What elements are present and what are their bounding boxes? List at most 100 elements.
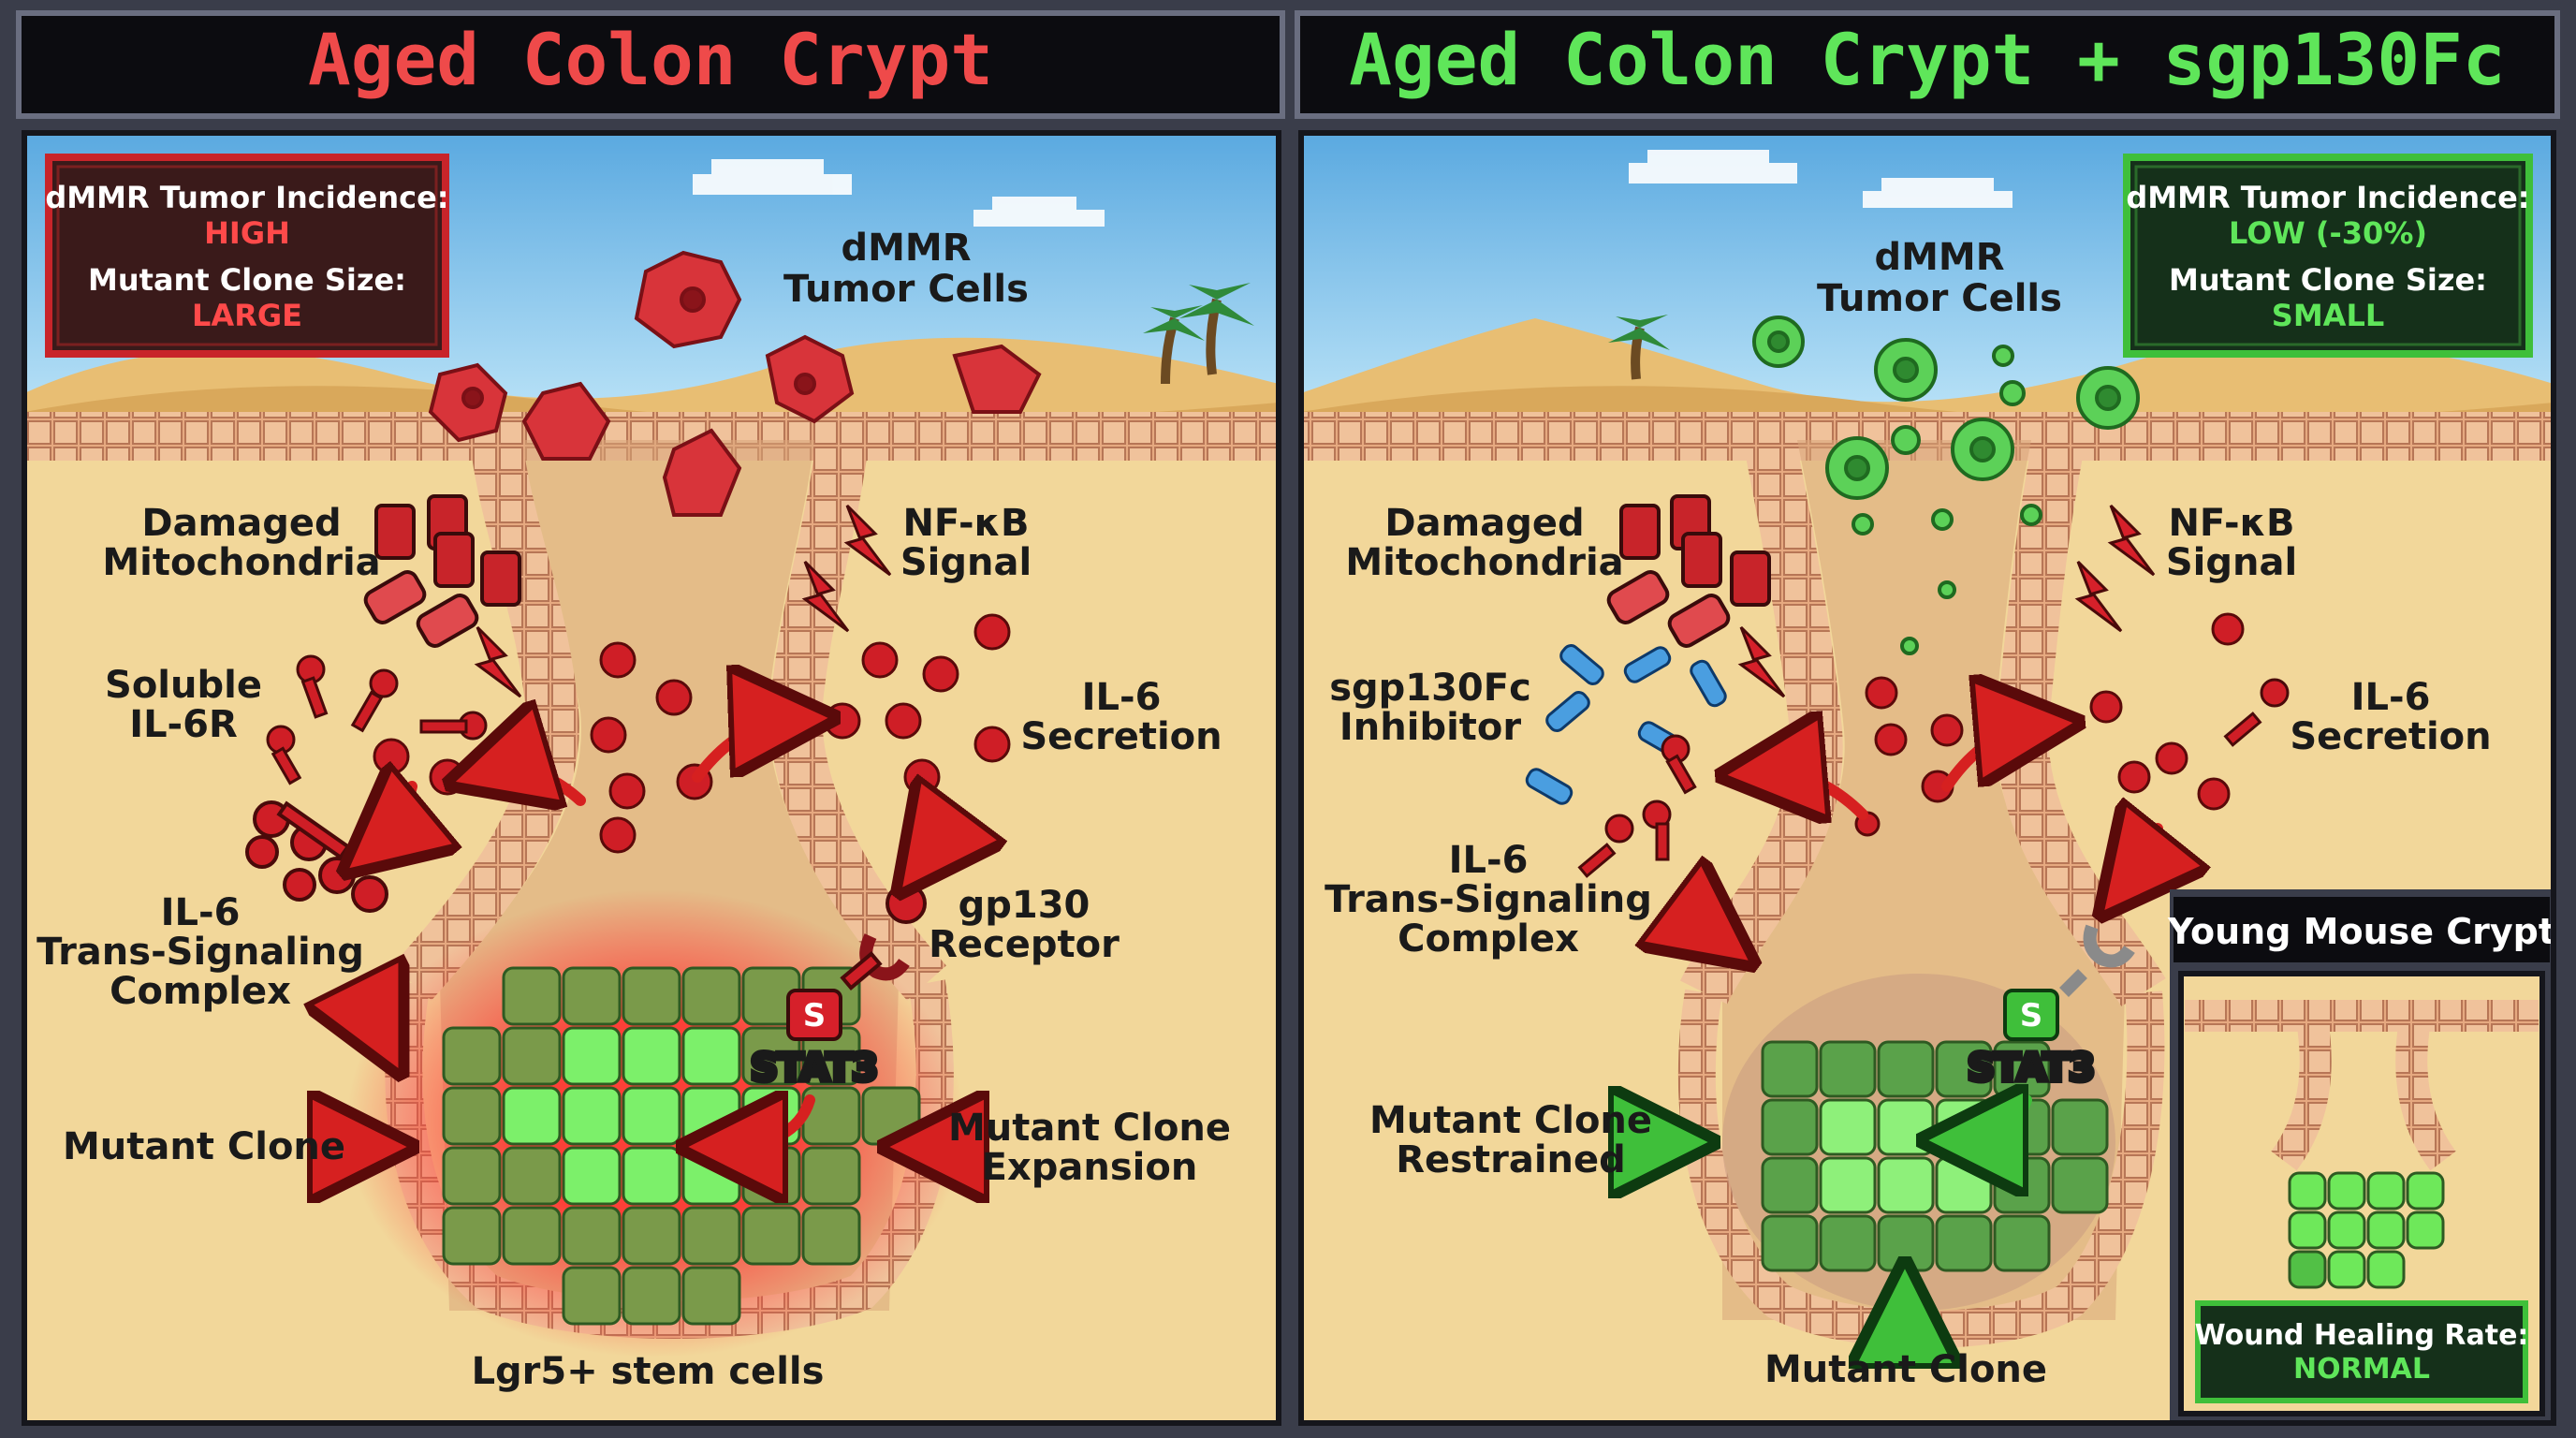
clone-cell xyxy=(1935,1098,1993,1156)
left-status-box: dMMR Tumor Incidence: HIGH Mutant Clone … xyxy=(45,154,449,358)
signal-arrows xyxy=(337,719,955,1147)
left-incidence-value: HIGH xyxy=(204,215,290,251)
left-clone-label: Mutant Clone Size: xyxy=(88,262,406,298)
label-expansion-2: Expansion xyxy=(982,1146,1198,1189)
right-panel-title: Aged Colon Crypt + sgp130Fc xyxy=(1349,18,2505,101)
label-r-inhibitor-2: Inhibitor xyxy=(1339,706,1521,749)
tumor-cells-red xyxy=(428,250,1042,517)
clone-cell xyxy=(2366,1250,2406,1289)
clone-cell xyxy=(1877,1156,1935,1214)
right-clone-value: SMALL xyxy=(2272,298,2384,333)
clone-cell xyxy=(562,1086,622,1146)
clone-cell xyxy=(502,1086,562,1146)
clone-cell xyxy=(562,966,622,1026)
label-r-trans-2: Trans-Signaling xyxy=(1325,878,1652,921)
label-tumor-cells-1: dMMR xyxy=(841,227,971,270)
young-crypt-cells xyxy=(2288,1171,2445,1289)
right-title-bar: Aged Colon Crypt + sgp130Fc xyxy=(1295,10,2560,119)
clone-cell xyxy=(1993,1214,2051,1272)
clone-cell xyxy=(741,1146,801,1206)
label-trans-1: IL-6 xyxy=(161,891,241,934)
clone-cell xyxy=(1993,1156,2051,1214)
clone-cell xyxy=(562,1266,622,1326)
clone-cell xyxy=(681,1086,741,1146)
clone-cell xyxy=(1877,1098,1935,1156)
right-status-box: dMMR Tumor Incidence: LOW (-30%) Mutant … xyxy=(2123,154,2533,358)
clone-cell xyxy=(1819,1214,1877,1272)
label-sil6r-1: Soluble xyxy=(105,664,262,707)
clone-cell xyxy=(622,1146,681,1206)
label-r-mutant-clone: Mutant Clone xyxy=(1764,1348,2047,1391)
label-restrained-1: Mutant Clone xyxy=(1369,1099,1652,1142)
wound-value: NORMAL xyxy=(2293,1353,2430,1386)
clone-cell xyxy=(442,1026,502,1086)
gp130-receptor-inactive-icon xyxy=(2059,924,2135,997)
clone-cell xyxy=(2366,1171,2406,1211)
clone-cell xyxy=(2327,1171,2366,1211)
clone-cell xyxy=(622,1266,681,1326)
label-restrained-2: Restrained xyxy=(1396,1138,1626,1181)
left-panel: S dMMR Tumor Incidence: HIGH Mutant Clon… xyxy=(22,130,1281,1426)
label-r-trans-3: Complex xyxy=(1398,917,1579,961)
clone-cell xyxy=(1877,1040,1935,1098)
clone-cell xyxy=(562,1146,622,1206)
clone-cell xyxy=(681,1026,741,1086)
clone-cell xyxy=(801,1146,861,1206)
label-r-inhibitor-1: sgp130Fc xyxy=(1329,667,1531,710)
clone-cell xyxy=(1877,1214,1935,1272)
stat3-badge: S xyxy=(786,989,842,1041)
right-incidence-label: dMMR Tumor Incidence: xyxy=(2126,180,2529,215)
clone-cell xyxy=(1935,1156,1993,1214)
clone-cell xyxy=(2051,1098,2109,1156)
clone-cell xyxy=(2327,1250,2366,1289)
label-il6-1: IL-6 xyxy=(1082,676,1162,719)
clone-cell xyxy=(1819,1040,1877,1098)
left-clone-value: LARGE xyxy=(192,298,302,333)
label-stem-cells: Lgr5+ stem cells xyxy=(472,1350,825,1393)
nfkb-lightning-icon-right xyxy=(1737,504,2156,698)
clone-cell xyxy=(622,1026,681,1086)
label-r-tumor-cells-1: dMMR xyxy=(1874,236,2004,279)
damaged-mitochondria xyxy=(363,494,521,648)
left-panel-title: Aged Colon Crypt xyxy=(308,18,993,101)
il6-molecules-right xyxy=(1854,612,2245,837)
label-gp130-1: gp130 xyxy=(959,884,1090,927)
clone-cell xyxy=(2288,1171,2327,1211)
label-mito-2: Mitochondria xyxy=(102,541,380,584)
clone-cell xyxy=(2406,1171,2445,1211)
tumor-cells-green xyxy=(1752,315,2140,655)
clone-cell xyxy=(2051,1156,2109,1214)
clone-cell xyxy=(1761,1214,1819,1272)
left-incidence-label: dMMR Tumor Incidence: xyxy=(45,180,448,215)
right-clone-label: Mutant Clone Size: xyxy=(2169,262,2487,298)
clone-cell xyxy=(1761,1098,1819,1156)
mutant-clone-cells xyxy=(442,966,921,1326)
clone-cell xyxy=(442,1206,502,1266)
clone-cell xyxy=(502,1206,562,1266)
label-r-nfkb-1: NF-κB xyxy=(2168,502,2294,545)
clone-cell xyxy=(741,1206,801,1266)
clone-cell xyxy=(801,1206,861,1266)
label-r-stat3: STAT3 xyxy=(1968,1047,2095,1090)
inset-title: Young Mouse Crypt xyxy=(2167,911,2555,952)
signal-arrows-right xyxy=(1647,726,2158,1329)
clone-cell xyxy=(562,1206,622,1266)
clone-cell xyxy=(442,1146,502,1206)
il6-complex-right xyxy=(1577,678,2290,878)
left-title-bar: Aged Colon Crypt xyxy=(16,10,1285,119)
stat3-badge-right: S xyxy=(2003,989,2059,1041)
label-trans-3: Complex xyxy=(110,970,291,1013)
label-stat3: STAT3 xyxy=(751,1047,878,1090)
clone-cell xyxy=(1761,1156,1819,1214)
right-labels: dMMR Tumor Cells Damaged Mitochondria NF… xyxy=(1325,236,2491,1391)
left-labels: dMMR Tumor Cells Damaged Mitochondria NF… xyxy=(37,227,1231,1393)
label-r-nfkb-2: Signal xyxy=(2166,541,2297,584)
label-r-il6-1: IL-6 xyxy=(2351,676,2431,719)
clone-cell xyxy=(502,1146,562,1206)
clone-cell xyxy=(681,966,741,1026)
right-panel: S Young Mouse Crypt Wound Healing Rate: … xyxy=(1298,130,2556,1426)
clone-cell xyxy=(2288,1250,2327,1289)
clone-cell xyxy=(622,1206,681,1266)
stat3-badge-letter-right: S xyxy=(2020,997,2043,1034)
